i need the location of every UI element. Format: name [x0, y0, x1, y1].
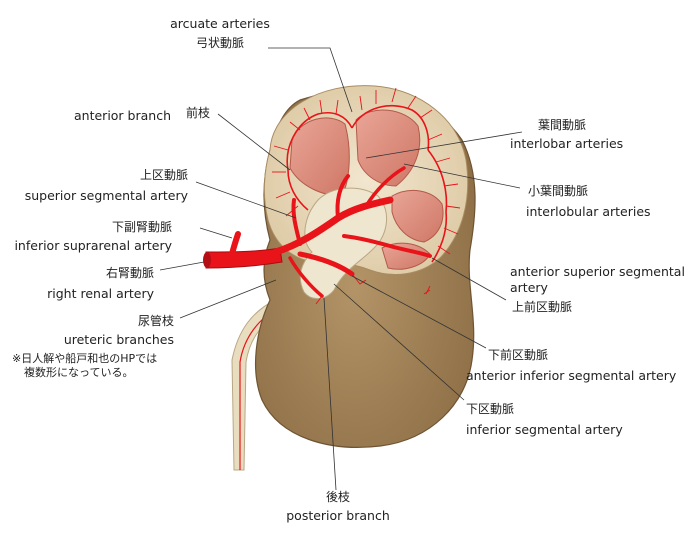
- anterior-branch-label-en: anterior branch: [74, 108, 171, 123]
- superior-segmental-label-jp: 上区動脈: [139, 168, 188, 182]
- renal-artery-cut-end: [203, 252, 211, 268]
- right-renal-label-jp: 右腎動脈: [105, 266, 154, 280]
- inferior-suprarenal-label-en: inferior suprarenal artery: [14, 238, 172, 253]
- superior-segmental-label-en: superior segmental artery: [24, 188, 188, 203]
- ureteric-label-jp: 尿管枝: [137, 314, 174, 328]
- arcuate-arteries-label-en: arcuate arteries: [170, 16, 270, 31]
- anterior-superior-segmental-label-en-1: anterior superior segmental: [510, 264, 685, 279]
- interlobar-label-jp: 葉間動脈: [538, 118, 587, 132]
- anterior-branch-label-jp: 前枝: [186, 106, 211, 120]
- renal-pyramid-1: [289, 117, 350, 197]
- posterior-branch-label-jp: 後枝: [325, 490, 350, 504]
- arcuate-arteries-label-jp: 弓状動脈: [195, 36, 244, 50]
- interlobar-vessel-2: [364, 166, 406, 208]
- note-line-1: ※日人解や船戸和也のHPでは: [12, 352, 158, 365]
- interlobular-label-en: interlobular arteries: [526, 204, 651, 219]
- interlobar-vessel-1: [335, 174, 350, 220]
- arcuate-arteries-vessels: [286, 104, 448, 263]
- anterior-inferior-segmental-label-en: anterior inferior segmental artery: [466, 368, 677, 383]
- leader-lines: [159, 47, 523, 491]
- interlobular-arteries-vessels: [272, 87, 461, 255]
- posterior-branch-label-en: posterior branch: [286, 508, 390, 523]
- anterior-superior-segmental-label-jp: 上前区動脈: [512, 300, 573, 314]
- posterior-branch-vessel: [288, 256, 324, 298]
- superior-segmental-vessel: [291, 198, 302, 246]
- anterior-inferior-segmental-vessel: [297, 251, 355, 277]
- inferior-suprarenal-label-jp: 下副腎動脈: [111, 220, 172, 234]
- renal-pyramid-3: [391, 189, 444, 243]
- interlobular-label-jp: 小葉間動脈: [528, 184, 589, 198]
- anterior-inferior-segmental-label-jp: 下前区動脈: [488, 348, 549, 362]
- anterior-superior-segmental-label-en-2: artery: [510, 280, 548, 295]
- inferior-segmental-label-en: inferior segmental artery: [466, 422, 623, 437]
- inferior-segmental-label-jp: 下区動脈: [466, 402, 515, 416]
- anterior-superior-segmental-vessel: [342, 234, 432, 258]
- ureteric-label-en: ureteric branches: [63, 332, 174, 347]
- interlobar-label-en: interlobar arteries: [510, 136, 624, 151]
- inferior-suprarenal-artery-vessel: [229, 231, 241, 257]
- renal-sinus: [299, 187, 388, 299]
- right-renal-label-en: right renal artery: [47, 286, 154, 301]
- note-line-2: 複数形になっている。: [24, 366, 134, 379]
